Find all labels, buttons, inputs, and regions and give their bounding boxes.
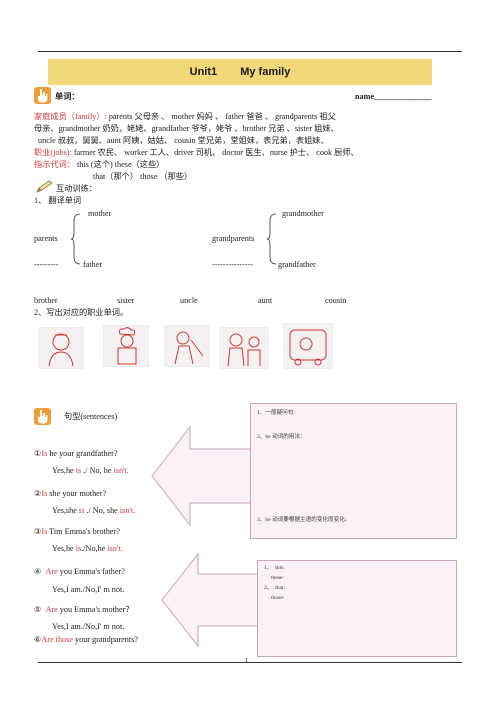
sentence-3-answer: Yes,he is./No,he isn't. [52, 543, 123, 554]
name-blank: ______________ [374, 92, 432, 101]
sentence-3-verb: Is [41, 527, 48, 536]
word-sister: sister [117, 296, 135, 305]
note-box-1: 1、一般疑问句: 2、be 动词的用法： 3、be 动词要根据主语的变化而变化。 [250, 403, 457, 539]
sentence-2-question: ②Is she your mother? [34, 488, 106, 499]
brace-left [70, 213, 81, 265]
sentence-2-rest: she your mother? [47, 489, 107, 498]
name-field[interactable]: name______________ [355, 91, 431, 102]
sentence-3-rest: Tim Emma's brother? [47, 527, 120, 536]
note-2-line-4: those: [264, 595, 285, 601]
page-number: 1 [245, 658, 248, 664]
note-2-line-1: 1、 this: [264, 565, 285, 571]
word-grandfather: grandfather [278, 260, 316, 269]
sentence-1-question: ①Is he your grandfather? [34, 448, 118, 459]
pencil-icon [36, 180, 54, 199]
practice-label: 互动训练： [56, 184, 97, 193]
driver-picture [283, 323, 333, 369]
sentence-3-question: ③Is Tim Emma's brother? [34, 526, 120, 537]
top-rule [38, 51, 462, 52]
answer-2-mid: ./ No, she [84, 506, 120, 515]
note-1-line-1: 1、一般疑问句: [257, 410, 295, 416]
answer-3-pre: Yes,he [52, 544, 76, 553]
sentences-label: 句型(sentences) [64, 412, 118, 421]
jobs-line: 职业(jobs): farmer 农民、 worker 工人、driver 司机… [34, 147, 359, 158]
words-label: 单词： [55, 92, 80, 101]
pron-line-1: 指示代词： this (这个) these（这些） [34, 159, 164, 170]
answer-3-mid: ./No,he [81, 544, 108, 553]
doctor-picture [219, 327, 269, 369]
answer-1-mid: ./ No, he [81, 466, 114, 475]
page-title: Unit1 My family [48, 59, 432, 85]
family-text-1: parents 父母亲 、 mother 妈妈 、 father 爸爸 、 gr… [108, 112, 336, 121]
answer-2-red2: isn't. [119, 506, 136, 515]
pron-text-1: this (这个) these（这些） [77, 160, 165, 169]
sentence-5-question: ⑤ Are you Emma's mother？ [34, 604, 134, 615]
hand-icon [34, 87, 51, 104]
word-uncle: uncle [180, 296, 198, 305]
hand-icon-sentences [34, 408, 51, 425]
answer-2-pre: Yes,she [52, 506, 79, 515]
sentence-5-num: ⑤ [34, 605, 42, 614]
sentence-4-rest: you Emma's father? [57, 567, 125, 576]
sentence-5-rest: you Emma's mother？ [57, 605, 134, 614]
answer-3-red2: isn't. [107, 544, 123, 553]
sentence-6-verb: Are those [41, 635, 73, 644]
word-cousin: cousin [325, 296, 347, 305]
sentence-4-answer: Yes,I am./No,I' m not. [52, 585, 125, 594]
sentence-2-verb: Is [41, 489, 48, 498]
sentence-3-num: ③ [34, 527, 42, 536]
sentence-2-answer: Yes,she is ./ No, she isn't. [52, 505, 135, 516]
jobs-label: 职业(jobs): [34, 148, 72, 157]
sentence-1-answer: Yes,he is ./ No, he isn't. [52, 465, 129, 476]
word-parents: parents [34, 234, 58, 243]
note-2-line-3: 2、 that: [264, 585, 286, 591]
pron-label: 指示代词： [34, 160, 75, 169]
nurse-picture [38, 327, 84, 369]
family-line-3: uncle 叔叔，舅舅、aunt 阿姨，姑姑、 cousin 堂兄弟，堂姐妹，表… [38, 136, 329, 145]
word-brother: brother [34, 296, 58, 305]
cook-picture [103, 325, 149, 367]
word-father: father [83, 260, 103, 269]
worker-picture [164, 325, 210, 367]
dash-2: --------------- [212, 260, 253, 269]
note-1-line-2: 2、be 动词的用法： [257, 434, 306, 440]
sentence-4-verb: Are [45, 567, 58, 576]
practice-item-1: 1、 翻译单词 [34, 196, 82, 205]
unit-name: My family [240, 66, 291, 78]
jobs-text: farmer 农民、 worker 工人、driver 司机、 doctor 医… [73, 148, 359, 157]
word-grandparents: grandparents [212, 234, 255, 243]
sentence-5-verb: Are [45, 605, 58, 614]
practice-item-2: 2、写出对应的职业单词。 [34, 308, 129, 317]
answer-1-red1: is [75, 466, 82, 475]
answer-1-pre: Yes,he [52, 466, 76, 475]
note-box-2: 1、 this: these: 2、 that: those: [257, 560, 457, 657]
sentence-1-num: ① [34, 449, 42, 458]
word-aunt: aunt [258, 296, 273, 305]
brace-right [266, 213, 277, 265]
answer-3-red1: is [75, 544, 82, 553]
unit-label: Unit1 [189, 66, 218, 78]
sentence-6-rest: your grandparents? [72, 635, 138, 644]
answer-2-red1: is [78, 506, 85, 515]
sentence-1-rest: he your grandfather? [47, 449, 118, 458]
dash-1: --------- [34, 260, 59, 269]
family-line-1: 家庭成员（family）: parents 父母亲 、 mother 妈妈 、 … [34, 111, 336, 122]
sentence-4-question: ④ Are you Emma's father? [34, 566, 125, 577]
name-label: name [355, 92, 375, 101]
sentence-4-num: ④ [34, 567, 42, 576]
bottom-rule [38, 662, 462, 663]
sentence-6-num: ⑥ [34, 635, 42, 644]
sentence-2-num: ② [34, 489, 42, 498]
pron-line-2: that（那个） those （那些） [93, 172, 193, 181]
word-grandmother: grandmother [282, 209, 324, 218]
note-1-line-3: 3、be 动词要根据主语的变化而变化。 [257, 517, 351, 523]
family-line-2: 母亲、grandmother 奶奶，姥姥、grandfather 爷爷，姥爷 、… [34, 124, 339, 133]
answer-1-red2: isn't. [113, 466, 129, 475]
sentence-1-verb: Is [41, 449, 48, 458]
family-label: 家庭成员（family）: [34, 112, 107, 121]
word-mother: mother [88, 209, 112, 218]
sentence-6-question: ⑥Are those your grandparents? [34, 634, 138, 645]
sentence-5-answer: Yes,I am./No,I' m not. [52, 622, 125, 631]
note-2-line-2: these: [264, 575, 285, 581]
